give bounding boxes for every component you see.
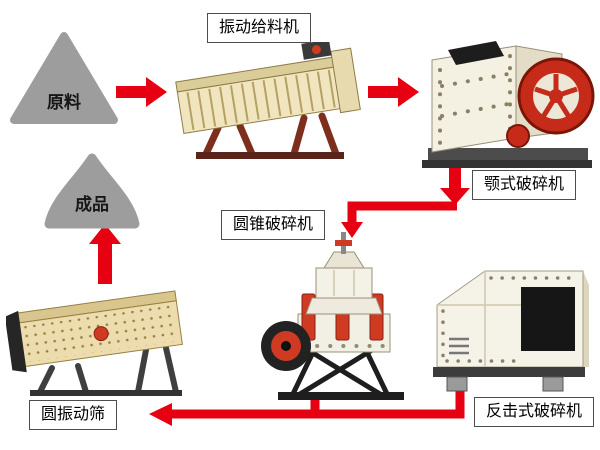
impact-base — [433, 367, 585, 377]
impact-vents — [449, 337, 469, 355]
grizzly-bars — [186, 69, 336, 131]
jaw-feed-opening — [448, 41, 504, 65]
cone-crusher-illustration — [261, 232, 404, 400]
connector-impact-to-screen — [170, 390, 465, 419]
cone-upper-shell — [315, 267, 373, 299]
impact-crusher-illustration — [433, 270, 589, 392]
finished-product-shape — [44, 153, 140, 229]
circular-vibrating-screen-illustration — [6, 290, 183, 396]
finished-product-text: 成品 — [75, 195, 109, 214]
jaw-flywheel — [517, 57, 595, 135]
feeder-body — [175, 42, 361, 134]
arrow-screen-to-product — [89, 224, 121, 284]
cone-base-frame — [278, 343, 404, 400]
jaw-base — [428, 148, 588, 160]
label-impact-crusher: 反击式破碎机 — [474, 397, 595, 427]
arrowhead-to-screen — [149, 403, 172, 426]
jaw-crusher-illustration — [422, 41, 595, 168]
raw-material-text: 原料 — [47, 93, 81, 112]
cone-flywheel — [261, 321, 311, 371]
label-jaw-crusher: 颚式破碎机 — [472, 170, 577, 200]
vibrating-feeder-illustration — [175, 42, 361, 159]
feeder-legs — [196, 112, 344, 159]
connector-jaw-to-cone — [347, 201, 457, 224]
label-circular-vibrating-screen: 圆振动筛 — [29, 400, 118, 430]
label-vibrating-feeder: 振动给料机 — [207, 13, 312, 43]
jaw-front-face — [431, 45, 517, 153]
raw-material-triangle — [10, 32, 118, 124]
screen-legs — [30, 345, 182, 396]
impact-feed-opening — [521, 287, 575, 351]
screen-body — [6, 290, 183, 373]
screen-vibrator — [93, 326, 109, 342]
jaw-pulley — [506, 124, 530, 148]
arrow-raw-to-feeder — [116, 77, 167, 107]
screen-end-plate — [6, 310, 27, 373]
arrowhead-to-cone — [341, 222, 363, 238]
label-cone-crusher: 圆锥破碎机 — [221, 210, 326, 240]
arrow-jaw-down — [440, 168, 470, 205]
arrow-feeder-to-jaw — [368, 77, 419, 107]
